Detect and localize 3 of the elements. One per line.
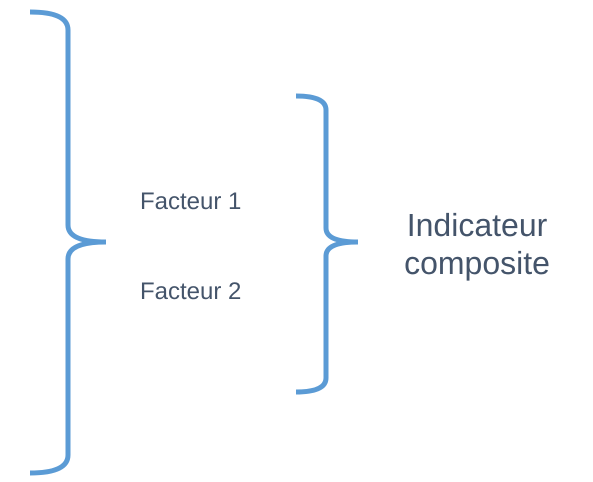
label-text: Indicateur composite bbox=[403, 206, 551, 283]
label-text: Facteur 1 bbox=[140, 188, 242, 217]
label-text: Facteur 2 bbox=[140, 278, 242, 307]
